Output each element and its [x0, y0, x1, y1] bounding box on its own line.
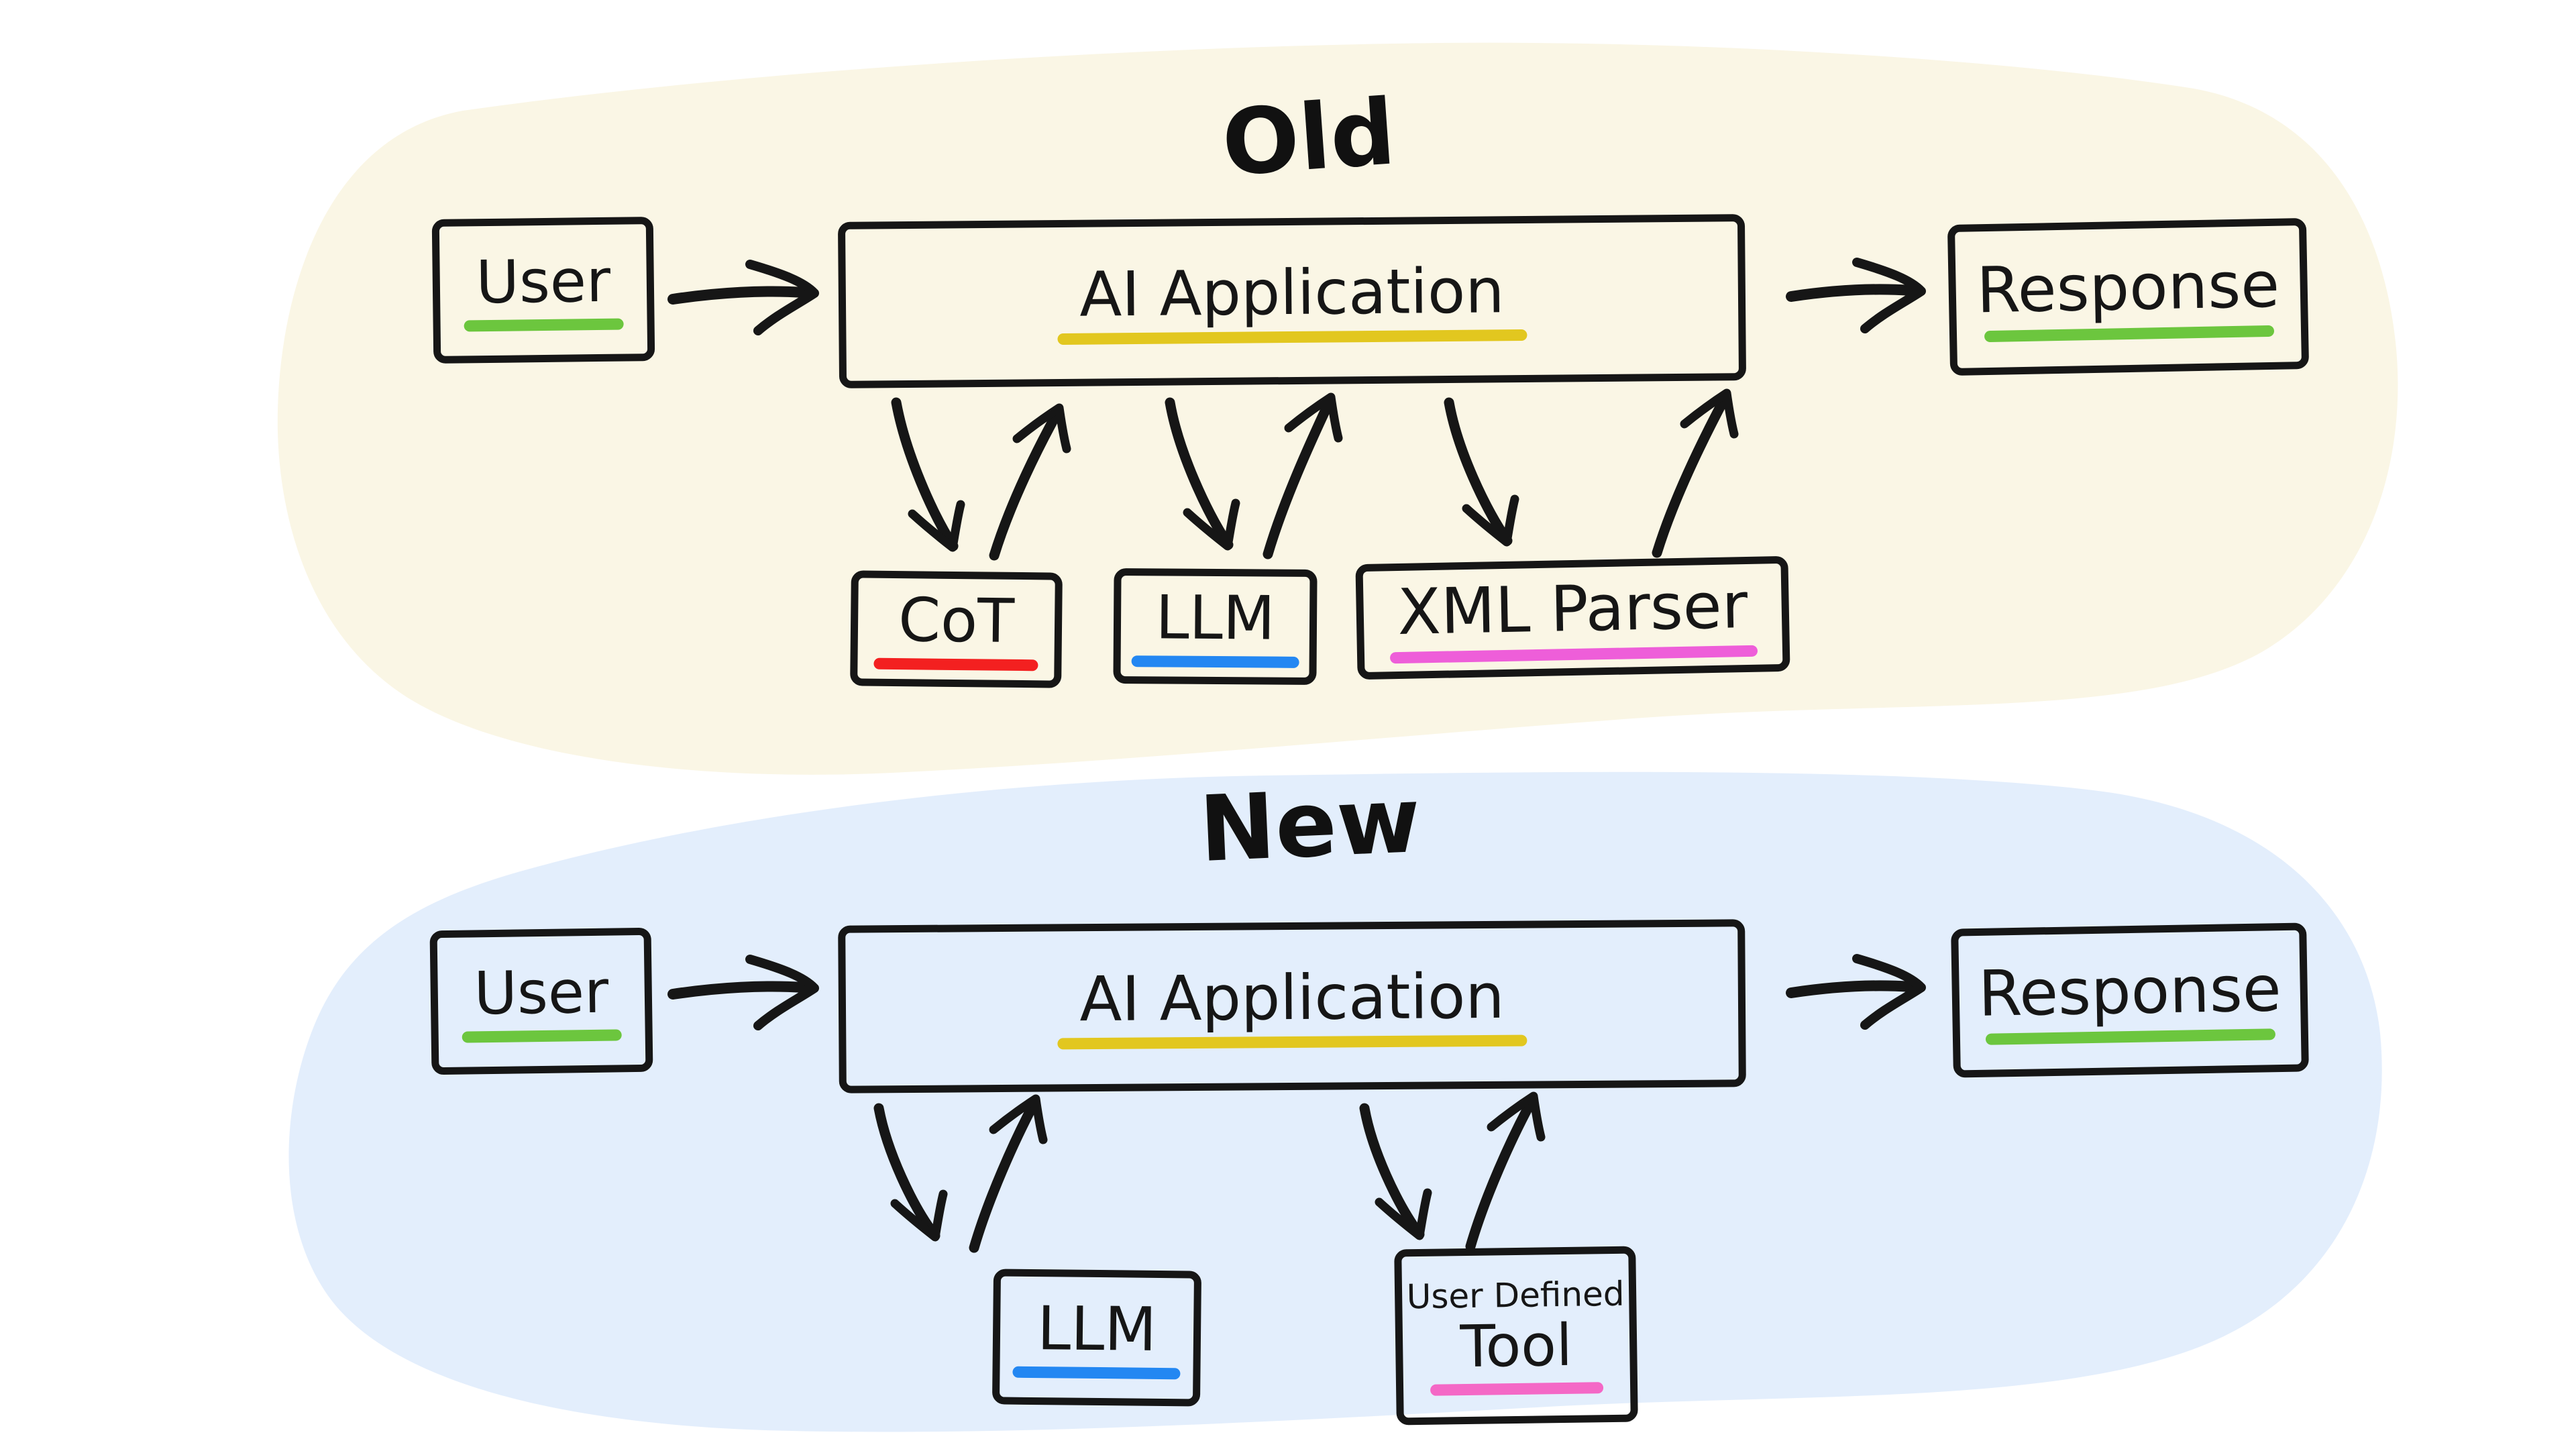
arrow-old-user-to-app: [667, 286, 809, 305]
arrow-new-tool-to-app-head: [1487, 1091, 1546, 1142]
new-user-defined-tool-label-line2: Tool: [1459, 1311, 1573, 1381]
old-llm-label: LLM: [1155, 582, 1275, 654]
old-response-box: Response: [1947, 217, 2310, 376]
old-llm-box: LLM: [1113, 568, 1318, 686]
new-response-underline: [1985, 1028, 2276, 1046]
arrow-old-user-to-app-head: [745, 260, 819, 335]
old-user-label: User: [475, 246, 611, 317]
arrow-old-app-to-cot-head: [908, 500, 965, 552]
new-user-defined-tool-box: User Defined Tool: [1394, 1246, 1638, 1426]
new-section-title: New: [1197, 767, 1423, 883]
arrow-old-cot-to-app-head: [1012, 403, 1071, 453]
new-llm-label: LLM: [1036, 1293, 1157, 1365]
arrow-old-app-to-xml-head: [1462, 494, 1519, 547]
new-section-blob: [288, 771, 2382, 1432]
arrow-new-app-to-tool: [1359, 1103, 1425, 1240]
new-ai-application-label: AI Application: [1079, 960, 1505, 1036]
new-user-defined-tool-underline: [1430, 1381, 1604, 1396]
arrow-new-app-to-tool-head: [1375, 1188, 1432, 1240]
old-section-title: Old: [1218, 79, 1399, 197]
arrow-new-llm-to-app: [969, 1096, 1040, 1253]
old-response-label: Response: [1976, 248, 2280, 328]
old-ai-application-underline: [1057, 329, 1527, 345]
old-section-blob: [277, 42, 2398, 775]
new-llm-underline: [1012, 1366, 1181, 1380]
old-xml-parser-label: XML Parser: [1397, 569, 1749, 649]
arrow-new-app-to-response: [1786, 980, 1916, 998]
arrow-new-user-to-app-head: [745, 955, 819, 1030]
new-response-label: Response: [1978, 952, 2282, 1031]
old-response-underline: [1984, 325, 2274, 342]
old-llm-underline: [1131, 655, 1299, 668]
arrow-old-xml-to-app-head: [1680, 388, 1739, 439]
old-user-box: User: [431, 216, 655, 364]
new-llm-box: LLM: [991, 1269, 1202, 1407]
arrow-old-app-to-xml: [1444, 397, 1513, 546]
arrows-layer: [667, 258, 1926, 1253]
old-cot-underline: [873, 657, 1038, 672]
arrow-new-user-to-app: [667, 981, 809, 1000]
arrow-old-app-to-llm: [1165, 397, 1234, 550]
arrow-new-tool-to-app: [1465, 1093, 1538, 1252]
old-ai-application-label: AI Application: [1079, 255, 1505, 331]
new-user-underline: [462, 1028, 622, 1043]
arrow-new-app-to-response-head: [1852, 954, 1926, 1030]
old-cot-label: CoT: [898, 585, 1015, 657]
arrow-old-xml-to-app: [1652, 390, 1731, 558]
new-user-defined-tool-label-line1: User Defined: [1406, 1275, 1625, 1317]
arrow-old-app-to-response: [1786, 284, 1916, 302]
arrow-old-llm-to-app: [1263, 394, 1336, 559]
new-user-box: User: [429, 927, 653, 1075]
arrow-old-cot-to-app: [989, 405, 1064, 561]
old-cot-box: CoT: [850, 570, 1063, 688]
arrow-old-app-to-cot: [891, 397, 959, 551]
arrow-old-llm-to-app-head: [1284, 392, 1343, 443]
new-response-box: Response: [1951, 922, 2309, 1078]
arrow-new-app-to-llm-head: [890, 1189, 948, 1242]
old-xml-parser-box: XML Parser: [1355, 555, 1790, 680]
arrow-old-app-to-llm-head: [1183, 498, 1240, 551]
old-ai-application-box: AI Application: [837, 214, 1747, 388]
new-ai-application-box: AI Application: [838, 919, 1746, 1093]
arrow-old-app-to-response-head: [1852, 258, 1926, 333]
old-user-underline: [464, 318, 624, 331]
arrow-new-llm-to-app-head: [989, 1094, 1048, 1144]
new-user-label: User: [473, 957, 609, 1028]
new-ai-application-underline: [1057, 1034, 1527, 1050]
arrow-new-app-to-llm: [873, 1103, 941, 1241]
